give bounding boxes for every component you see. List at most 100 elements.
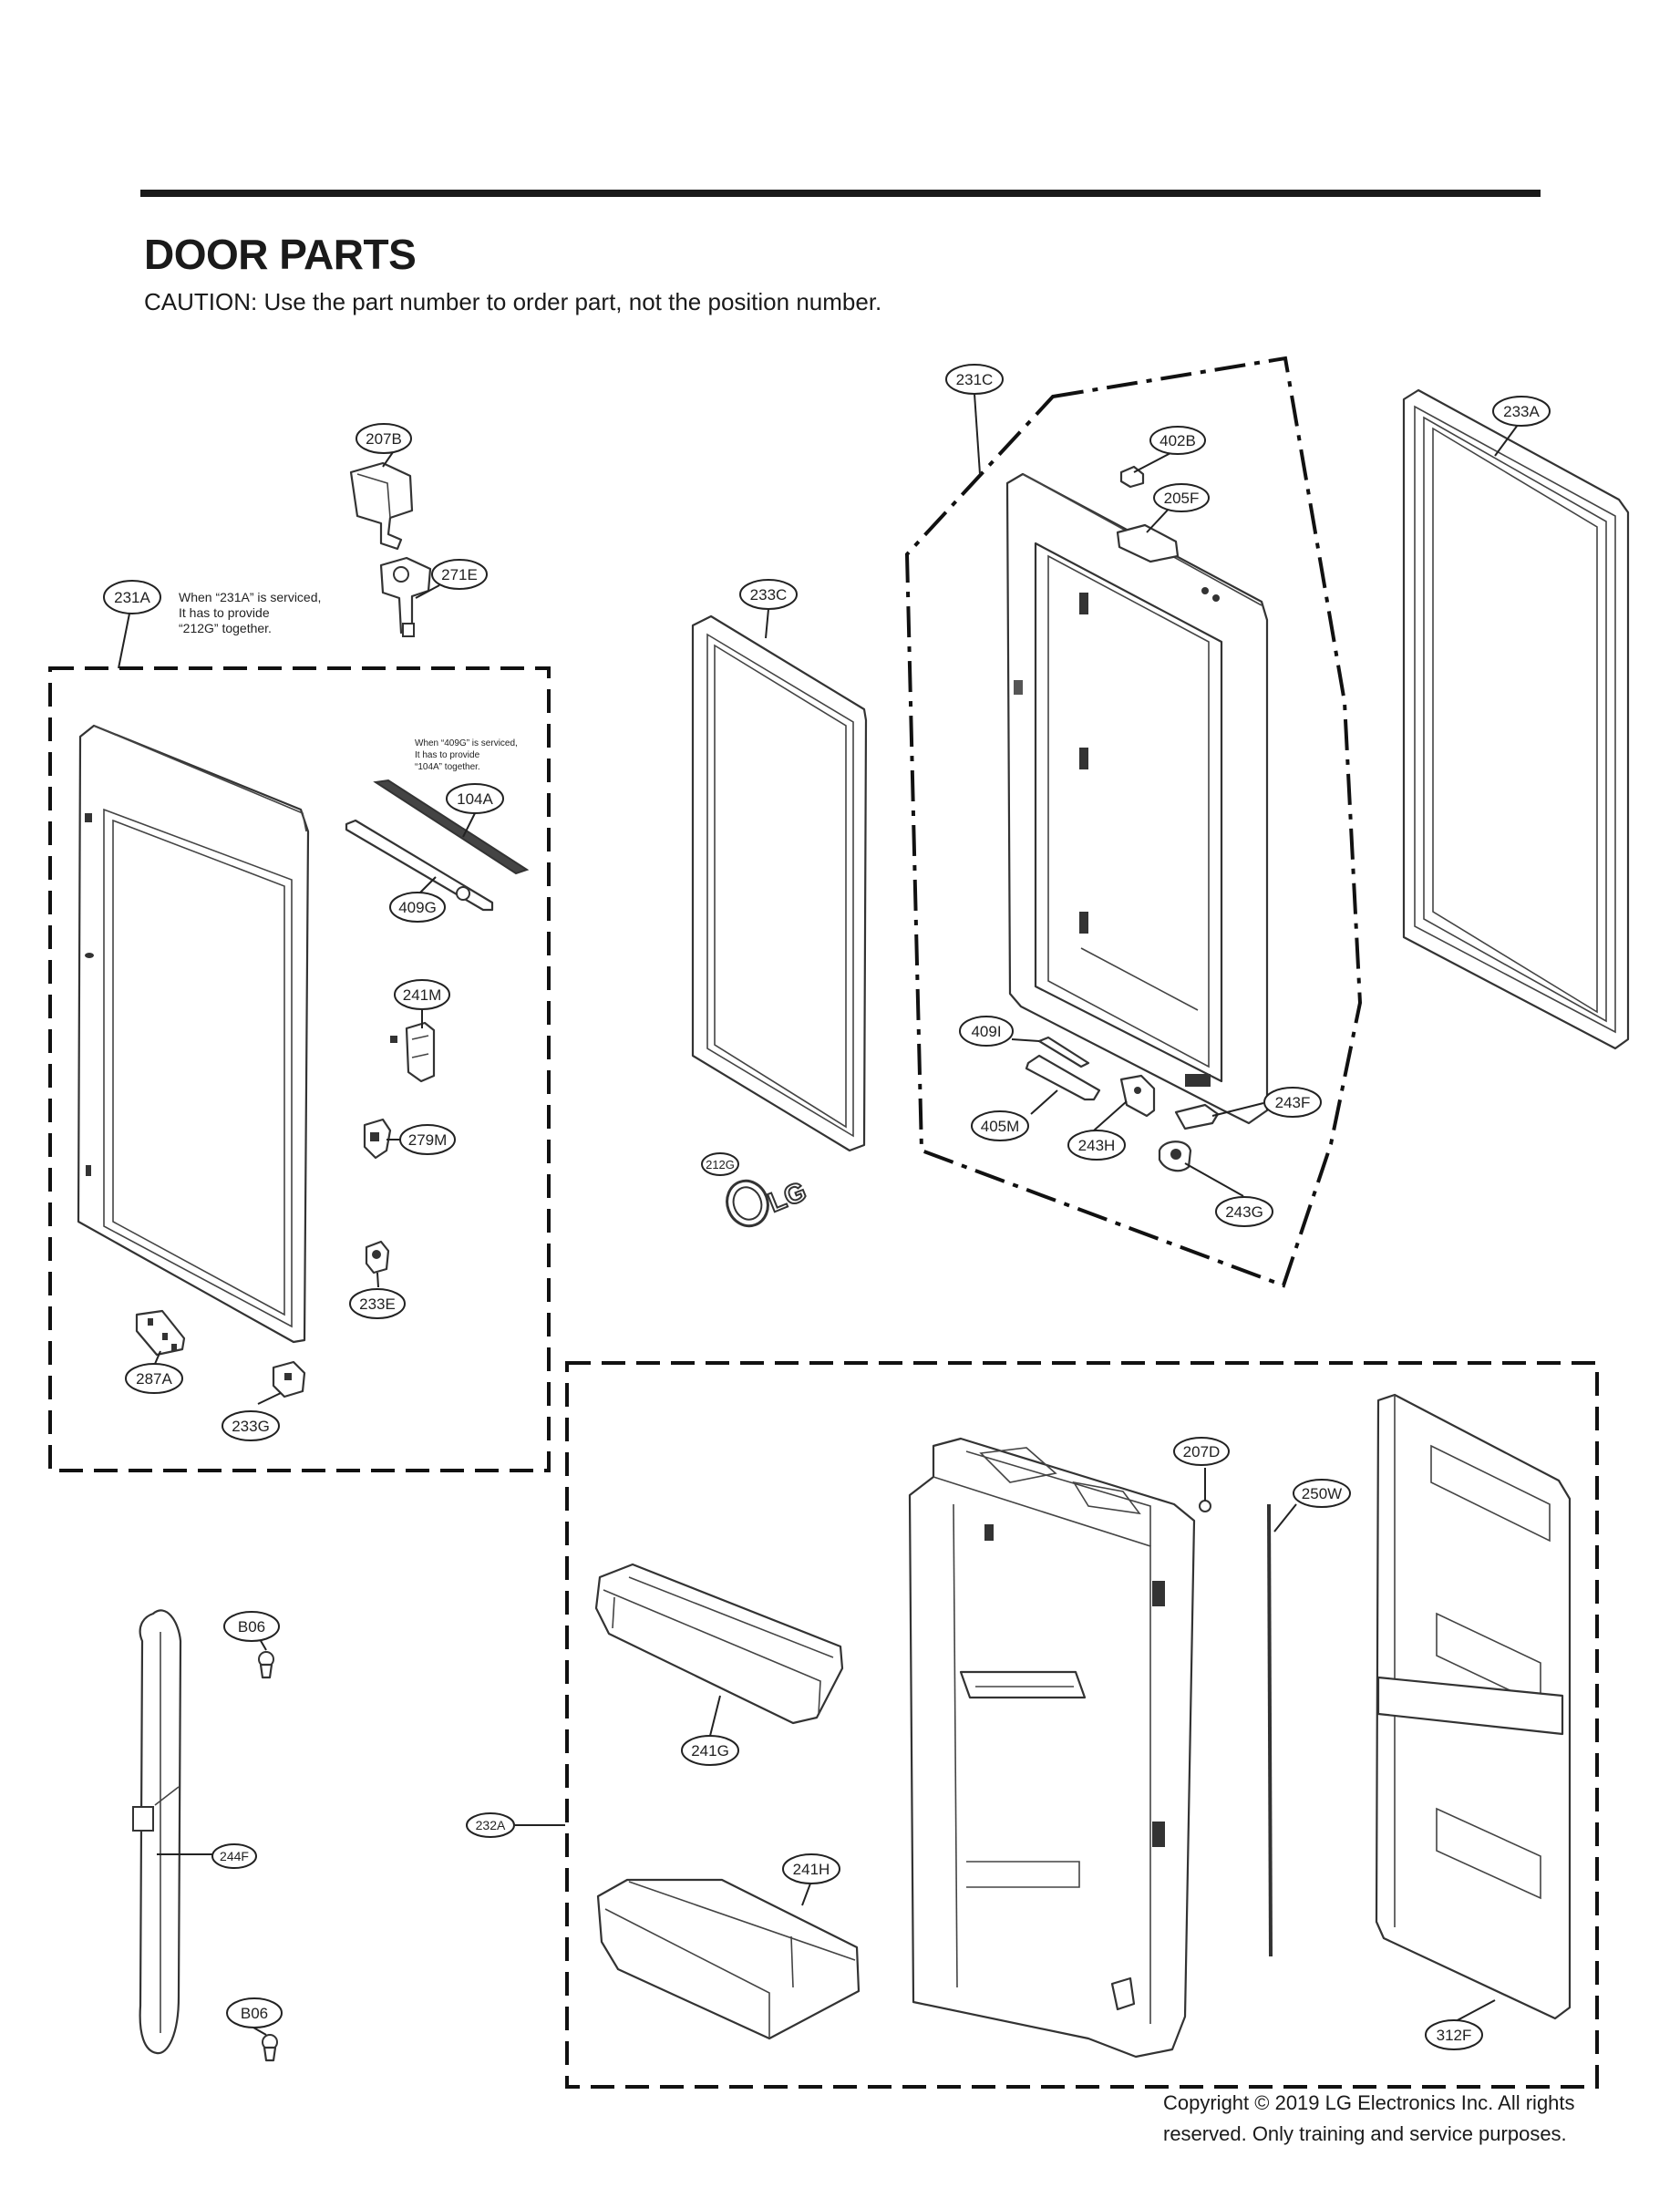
callout-243F: 243F [1263, 1087, 1322, 1118]
part-104A-strip [373, 779, 530, 875]
part-271E-hinge [379, 556, 432, 637]
part-243F-bracket [1174, 1103, 1220, 1130]
callout-label: 271E [441, 566, 478, 583]
callout-label: 233A [1503, 403, 1540, 420]
callout-405M: 405M [971, 1110, 1029, 1141]
note-231A: When “231A” is serviced, It has to provi… [179, 590, 321, 635]
callout-label: 405M [981, 1118, 1020, 1135]
part-241H-door-bin [596, 1878, 861, 2040]
callout-label: 231C [956, 371, 994, 388]
callout-label: 233E [359, 1295, 396, 1313]
callout-label: 104A [457, 790, 493, 808]
callout-243H: 243H [1067, 1130, 1126, 1161]
note-line: It has to provide [415, 750, 480, 760]
callout-B06-bottom: B06 [226, 1997, 283, 2028]
part-279M-clip [363, 1118, 392, 1160]
callout-207B: 207B [356, 423, 412, 454]
callout-250W: 250W [1293, 1479, 1351, 1508]
callout-label: 207B [366, 430, 402, 448]
part-241G-door-bin [594, 1563, 844, 1725]
note-line: When “409G” is serviced, [415, 738, 518, 748]
page-title: DOOR PARTS [144, 231, 417, 278]
part-212G-emblem: LG [726, 1175, 811, 1228]
part-405M-bar [1025, 1054, 1101, 1101]
callout-409I: 409I [959, 1016, 1014, 1047]
callout-label: 402B [1160, 432, 1196, 449]
callout-label: 241M [403, 986, 442, 1004]
callout-287A: 287A [125, 1363, 183, 1394]
callout-label: 243F [1275, 1094, 1311, 1111]
callout-232A: 232A [466, 1812, 515, 1838]
callout-233E: 233E [349, 1288, 406, 1319]
callout-label: 231A [114, 589, 150, 606]
part-233A-outer-gasket [1402, 388, 1630, 1050]
callout-B06-top: B06 [223, 1611, 280, 1642]
part-233G-cap [272, 1360, 306, 1398]
callout-244F: 244F [211, 1843, 257, 1869]
part-207B-bracket [349, 461, 414, 551]
callout-402B: 402B [1149, 426, 1206, 455]
part-287A-hinge-plate [135, 1309, 186, 1357]
note-409G: When “409G” is serviced, It has to provi… [415, 738, 518, 772]
part-232A-dispenser-housing [908, 1437, 1196, 2059]
copyright-line: Copyright © 2019 LG Electronics Inc. All… [1163, 2091, 1575, 2114]
callout-label: 241G [691, 1742, 729, 1760]
part-207D-screw [1199, 1500, 1211, 1512]
part-243H-hinge [1119, 1074, 1156, 1118]
header-rule [140, 190, 1541, 197]
callout-label: 207D [1183, 1443, 1221, 1460]
part-409I-strip [1037, 1036, 1090, 1068]
callout-label: 250W [1302, 1485, 1342, 1502]
callout-241H: 241H [782, 1853, 840, 1884]
callout-label: 287A [136, 1370, 172, 1388]
copyright-notice: Copyright © 2019 LG Electronics Inc. All… [1163, 2088, 1637, 2150]
callout-409G: 409G [389, 892, 446, 923]
leader-lines [118, 393, 1519, 2036]
part-402B-clip [1119, 465, 1145, 489]
emblem-brand-text: LG [764, 1176, 810, 1218]
group-box-232A [565, 1361, 1599, 2089]
part-312F-door-panel [1375, 1393, 1572, 2020]
callout-241M: 241M [394, 979, 450, 1010]
copyright-line: reserved. Only training and service purp… [1163, 2122, 1567, 2145]
callout-label: 279M [408, 1131, 448, 1149]
part-250W-rod [1267, 1503, 1273, 1957]
caution-text: CAUTION: Use the part number to order pa… [144, 288, 882, 315]
part-231A-door-panel [77, 724, 310, 1344]
callout-243G: 243G [1215, 1196, 1273, 1227]
part-233C-gasket [691, 614, 868, 1152]
note-line: It has to provide [179, 605, 270, 620]
callout-label: 232A [476, 1818, 506, 1832]
callout-104A: 104A [446, 783, 504, 814]
callout-label: 233C [750, 586, 788, 604]
part-409G-bar [345, 819, 494, 912]
callout-205F: 205F [1153, 483, 1210, 512]
part-B06-screw-bottom [262, 2034, 278, 2062]
callout-231C: 231C [945, 364, 1004, 395]
callout-label: B06 [238, 1618, 265, 1636]
callout-233C: 233C [739, 579, 798, 610]
group-box-231C [904, 356, 1363, 1288]
callout-231A: 231A [103, 580, 161, 614]
callout-label: 241H [793, 1861, 830, 1878]
note-line: “104A” together. [415, 762, 480, 772]
callout-label: 205F [1164, 490, 1200, 507]
part-243G-cam [1158, 1140, 1192, 1172]
part-205F-cover [1116, 523, 1180, 563]
part-233E-cap [365, 1240, 390, 1275]
callout-279M: 279M [399, 1124, 456, 1155]
callout-207D: 207D [1173, 1437, 1230, 1466]
part-241M-latch [390, 1021, 436, 1083]
part-231C-inner-frame [1005, 472, 1269, 1125]
callout-233G: 233G [222, 1410, 280, 1441]
callout-233A: 233A [1492, 396, 1551, 427]
part-244F-handle [132, 1609, 182, 2055]
note-line: When “231A” is serviced, [179, 590, 321, 604]
callout-label: 243G [1225, 1203, 1263, 1221]
callout-312F: 312F [1425, 2019, 1483, 2050]
group-box-231A [48, 666, 551, 1472]
part-B06-screw-top [258, 1651, 274, 1679]
callout-label: 212G [706, 1158, 735, 1171]
callout-label: 409I [971, 1023, 1001, 1040]
